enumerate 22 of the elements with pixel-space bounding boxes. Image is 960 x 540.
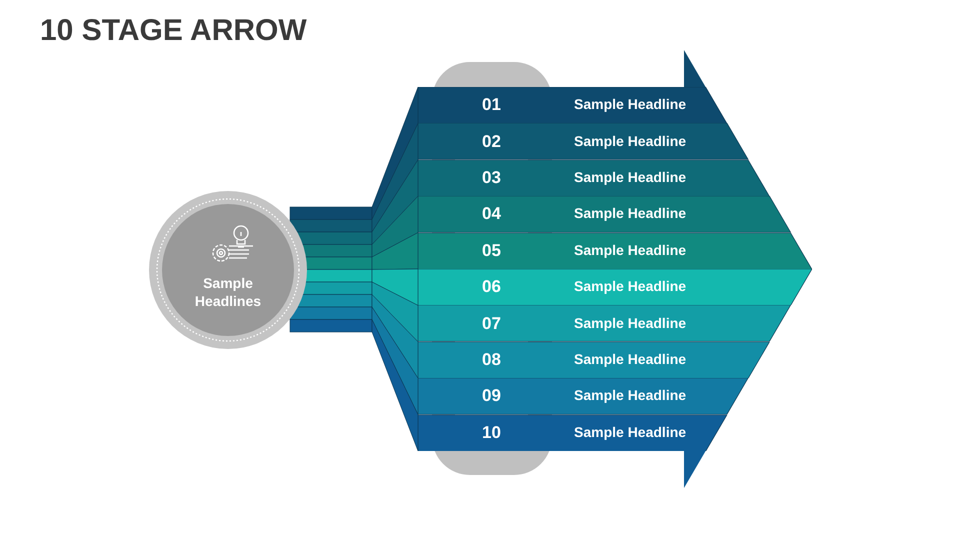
step-number: 09: [481, 386, 502, 406]
slide-title: 10 STAGE ARROW: [40, 14, 307, 48]
step-headline: Sample Headline: [574, 314, 686, 331]
step-headline: Sample Headline: [574, 278, 686, 294]
step-headline: Sample Headline: [574, 387, 686, 404]
step-headline: Sample Headline: [574, 132, 686, 149]
step-headline: Sample Headline: [574, 168, 686, 185]
step-number: 02: [481, 132, 502, 152]
step-number: 06: [481, 277, 502, 298]
step-headline: Sample Headline: [574, 424, 686, 440]
step-number: 01: [481, 95, 502, 116]
step-headline: Sample Headline: [574, 350, 686, 367]
step-number: 07: [481, 314, 502, 334]
step-number: 10: [481, 422, 502, 443]
step-headline: Sample Headline: [574, 242, 686, 258]
step-number: 05: [481, 240, 502, 261]
step-number: 03: [481, 168, 502, 188]
step-headline: Sample Headline: [574, 205, 686, 222]
hub-label: Sample Headlines: [194, 274, 262, 310]
step-number: 08: [481, 350, 502, 370]
step-headline: Sample Headline: [574, 96, 686, 112]
step-number: 04: [481, 204, 502, 224]
